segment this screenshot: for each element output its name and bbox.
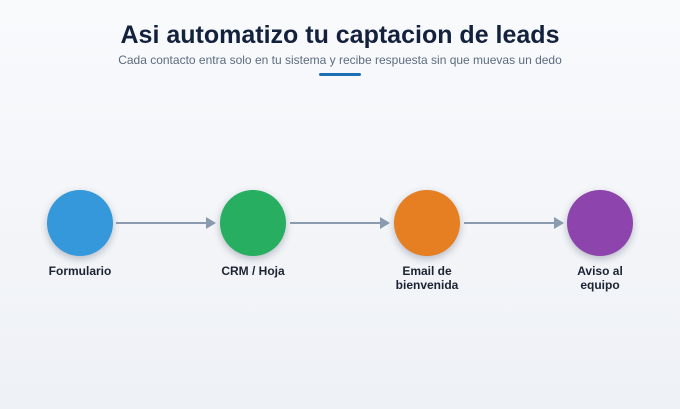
diagram-subtitle: Cada contacto entra solo en tu sistema y… bbox=[118, 53, 562, 67]
step-circle bbox=[220, 190, 286, 256]
flow-arrow-2 bbox=[290, 217, 390, 229]
arrow-head bbox=[380, 217, 390, 229]
flow-arrow-1 bbox=[116, 217, 216, 229]
flow-step-aviso: Aviso al equipo bbox=[540, 190, 660, 292]
step-label: Aviso al equipo bbox=[577, 264, 623, 292]
title-underline bbox=[319, 73, 361, 76]
flow-step-crm: CRM / Hoja bbox=[193, 190, 313, 278]
step-label: Email de bienvenida bbox=[395, 264, 459, 292]
step-circle bbox=[47, 190, 113, 256]
step-label: Formulario bbox=[48, 264, 112, 278]
arrow-head bbox=[554, 217, 564, 229]
step-circle bbox=[394, 190, 460, 256]
flow-step-email: Email de bienvenida bbox=[367, 190, 487, 292]
step-label: CRM / Hoja bbox=[221, 264, 285, 278]
arrow-shaft bbox=[290, 222, 382, 224]
flow-step-formulario: Formulario bbox=[20, 190, 140, 278]
flow-arrow-3 bbox=[464, 217, 564, 229]
arrow-head bbox=[206, 217, 216, 229]
step-circle bbox=[567, 190, 633, 256]
arrow-shaft bbox=[116, 222, 208, 224]
diagram-title: Asi automatizo tu captacion de leads bbox=[120, 21, 560, 49]
arrow-shaft bbox=[464, 222, 556, 224]
